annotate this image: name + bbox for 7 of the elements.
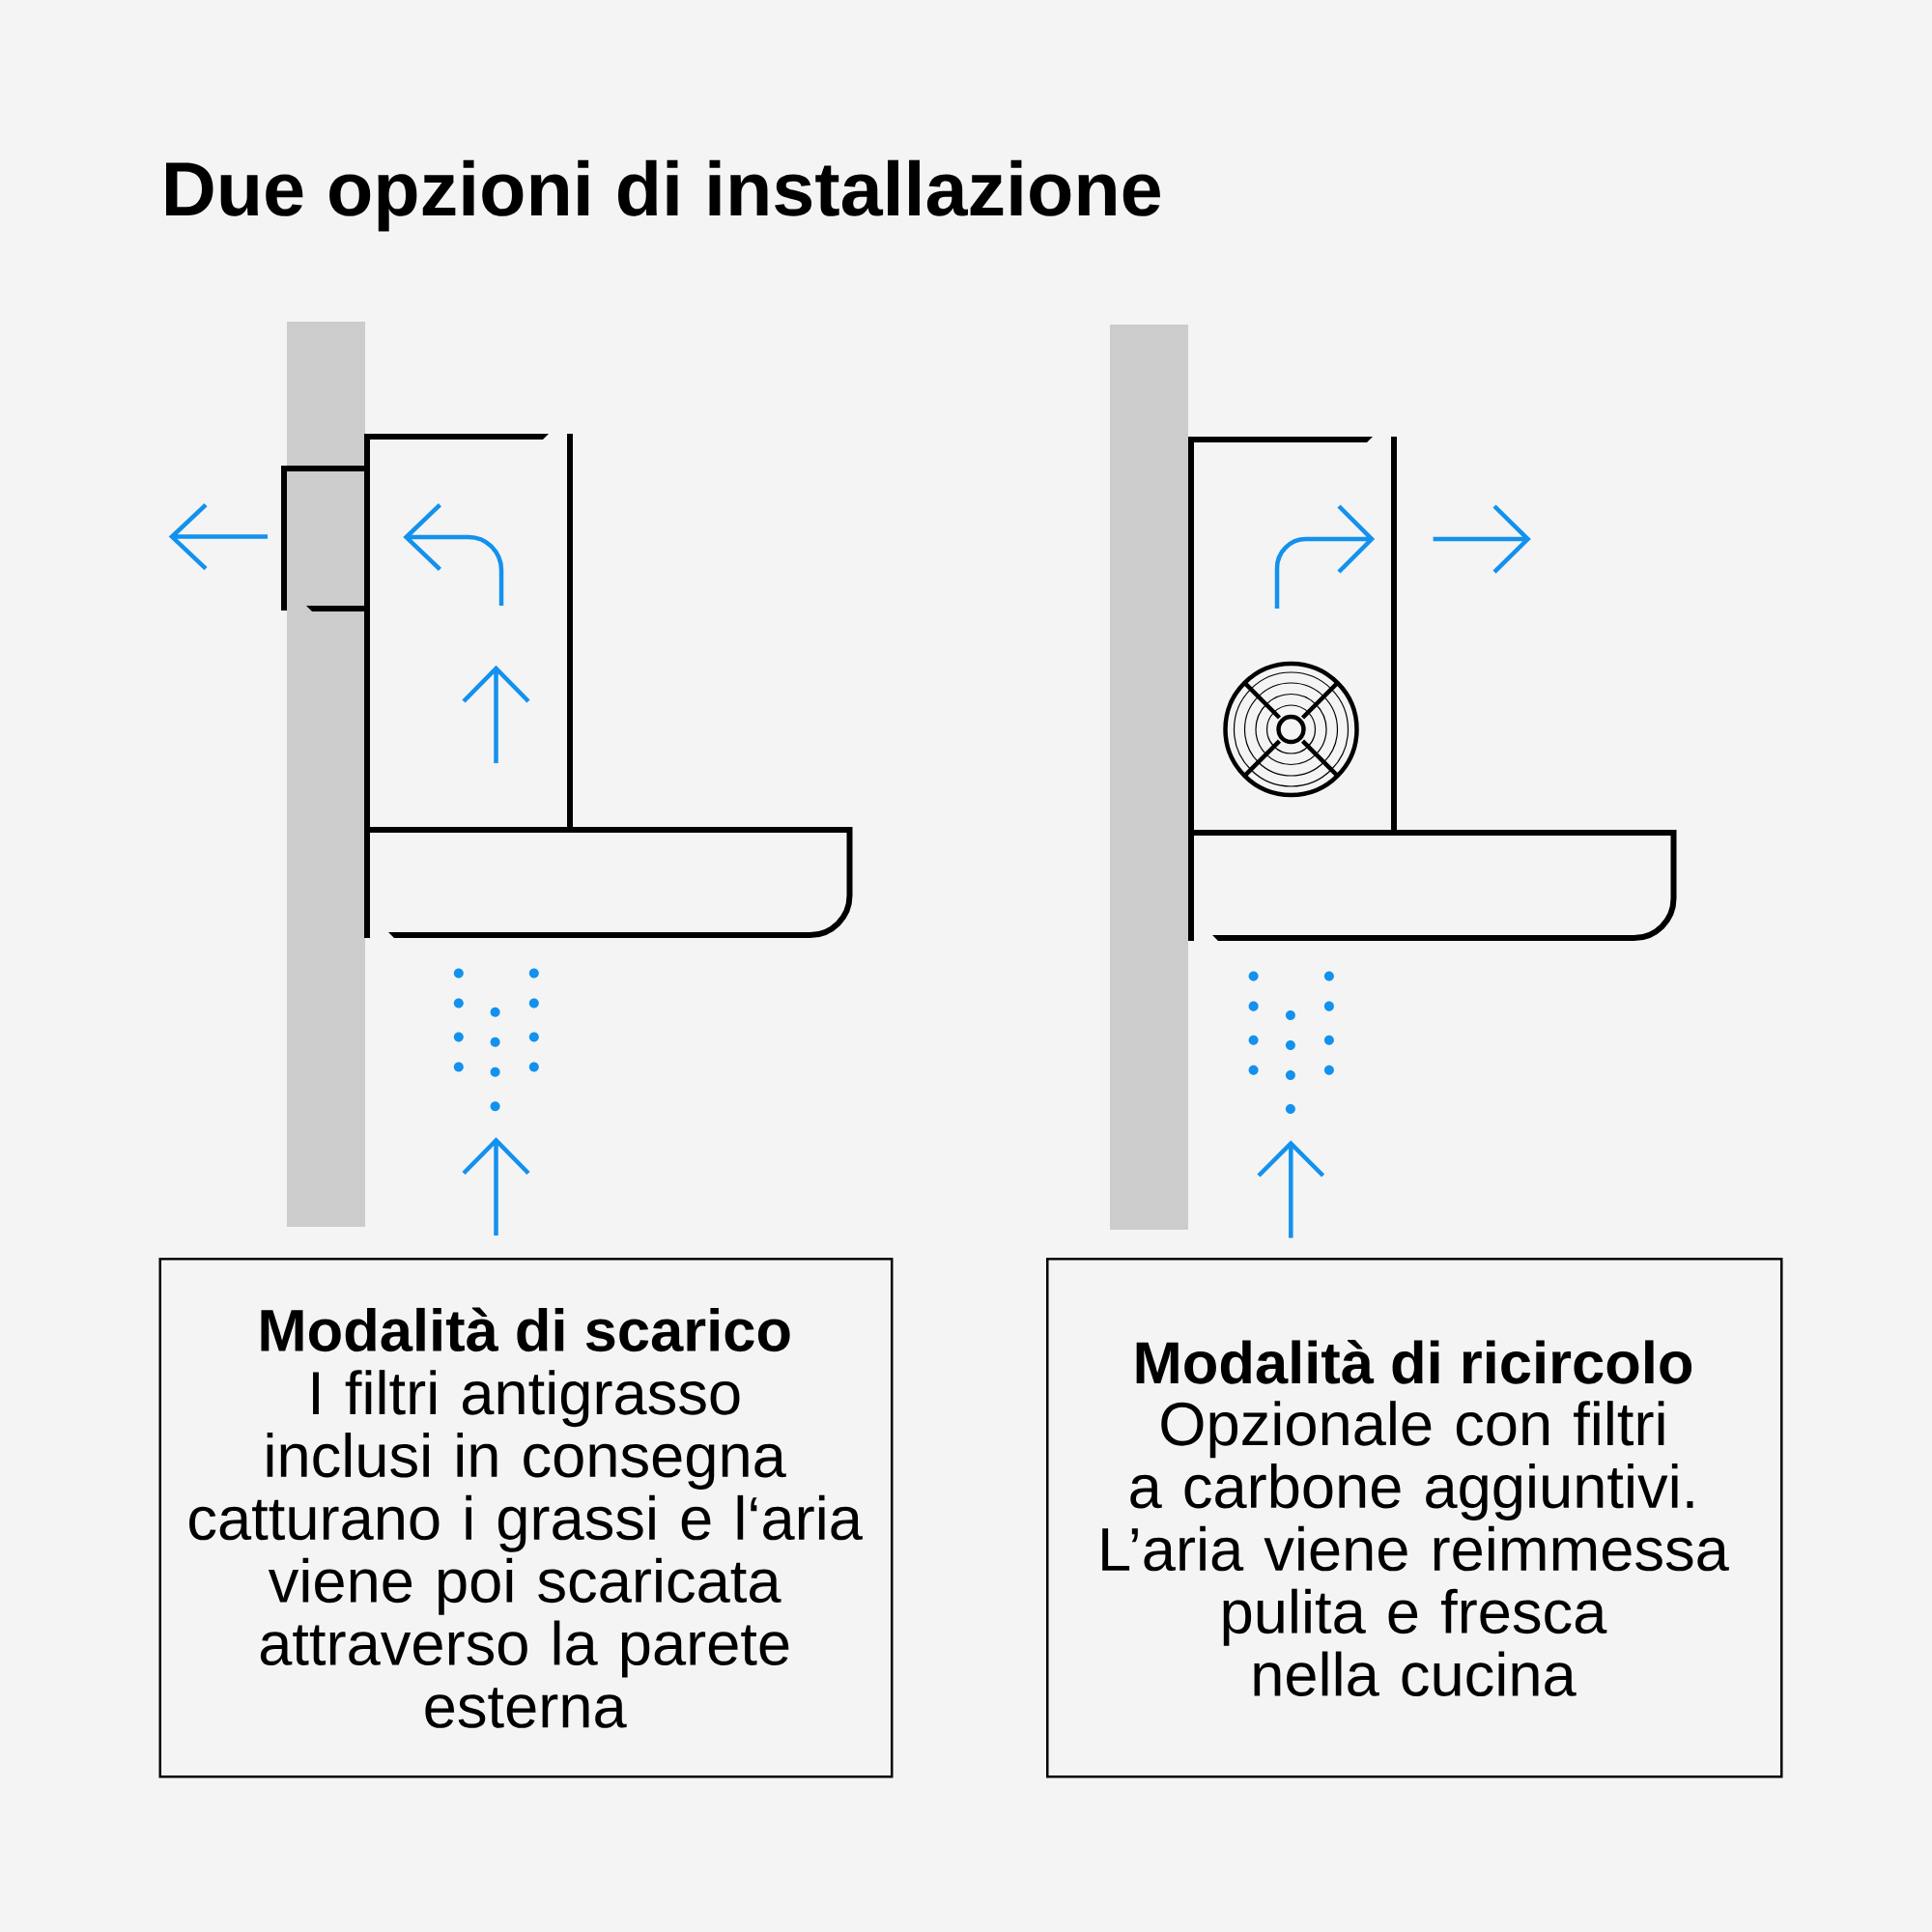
box-heading: Modalità di scarico [261,1307,790,1352]
text-box [158,1258,894,1778]
box-text: I filtri antigrasso inclusi in consegna catturano i grassi e l‘aria viene poi scaricata attraverso la parete esterna [189,1370,863,1728]
title: Due opzioni di installazione [166,159,1160,232]
box-text: Opzionale con filtri a carbone aggiuntivi. L’aria viene reimmessa pulita e fresca nella cucina [1102,1401,1729,1696]
text-box [1046,1258,1783,1778]
box-heading: Modalità di ricircolo [1136,1339,1692,1384]
